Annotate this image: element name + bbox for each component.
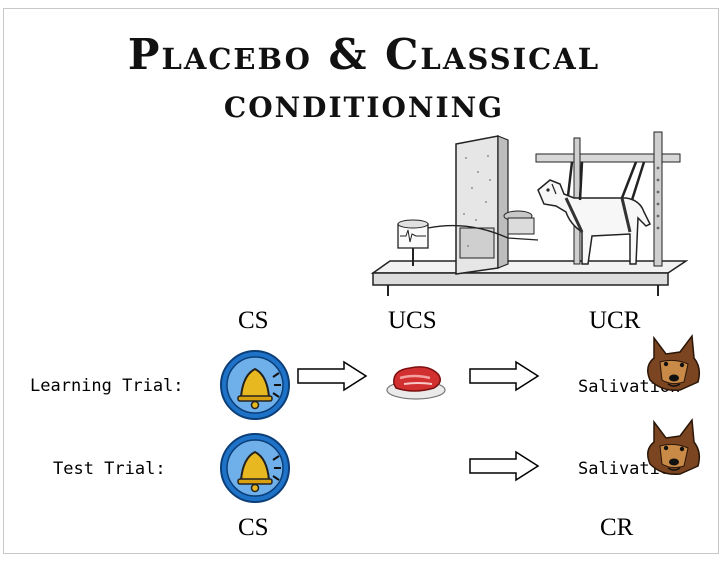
arrow-right-icon bbox=[469, 450, 540, 482]
row-label-learning-trial: Learning Trial: bbox=[30, 376, 184, 396]
dog-head-icon bbox=[647, 333, 701, 392]
column-label-cs: CS bbox=[238, 307, 269, 334]
arrow-right-icon bbox=[297, 360, 368, 392]
arrow-right-icon bbox=[469, 360, 540, 392]
bell-icon bbox=[220, 350, 290, 420]
pavlov-apparatus-illustration bbox=[370, 131, 688, 296]
slide-title-line-2: conditioning bbox=[223, 80, 505, 127]
bell-icon bbox=[220, 433, 290, 503]
column-label-ucr: UCR bbox=[589, 307, 641, 334]
row-label-test-trial: Test Trial: bbox=[53, 459, 166, 479]
steak-icon bbox=[386, 366, 446, 400]
slide-title-line-1: Placebo & Classical bbox=[127, 30, 601, 79]
dog-head-icon bbox=[647, 417, 701, 476]
slide-frame bbox=[3, 8, 719, 554]
column-label-ucs: UCS bbox=[388, 307, 437, 334]
bottom-label-cr: CR bbox=[600, 514, 634, 541]
bottom-label-cs: CS bbox=[238, 514, 269, 541]
